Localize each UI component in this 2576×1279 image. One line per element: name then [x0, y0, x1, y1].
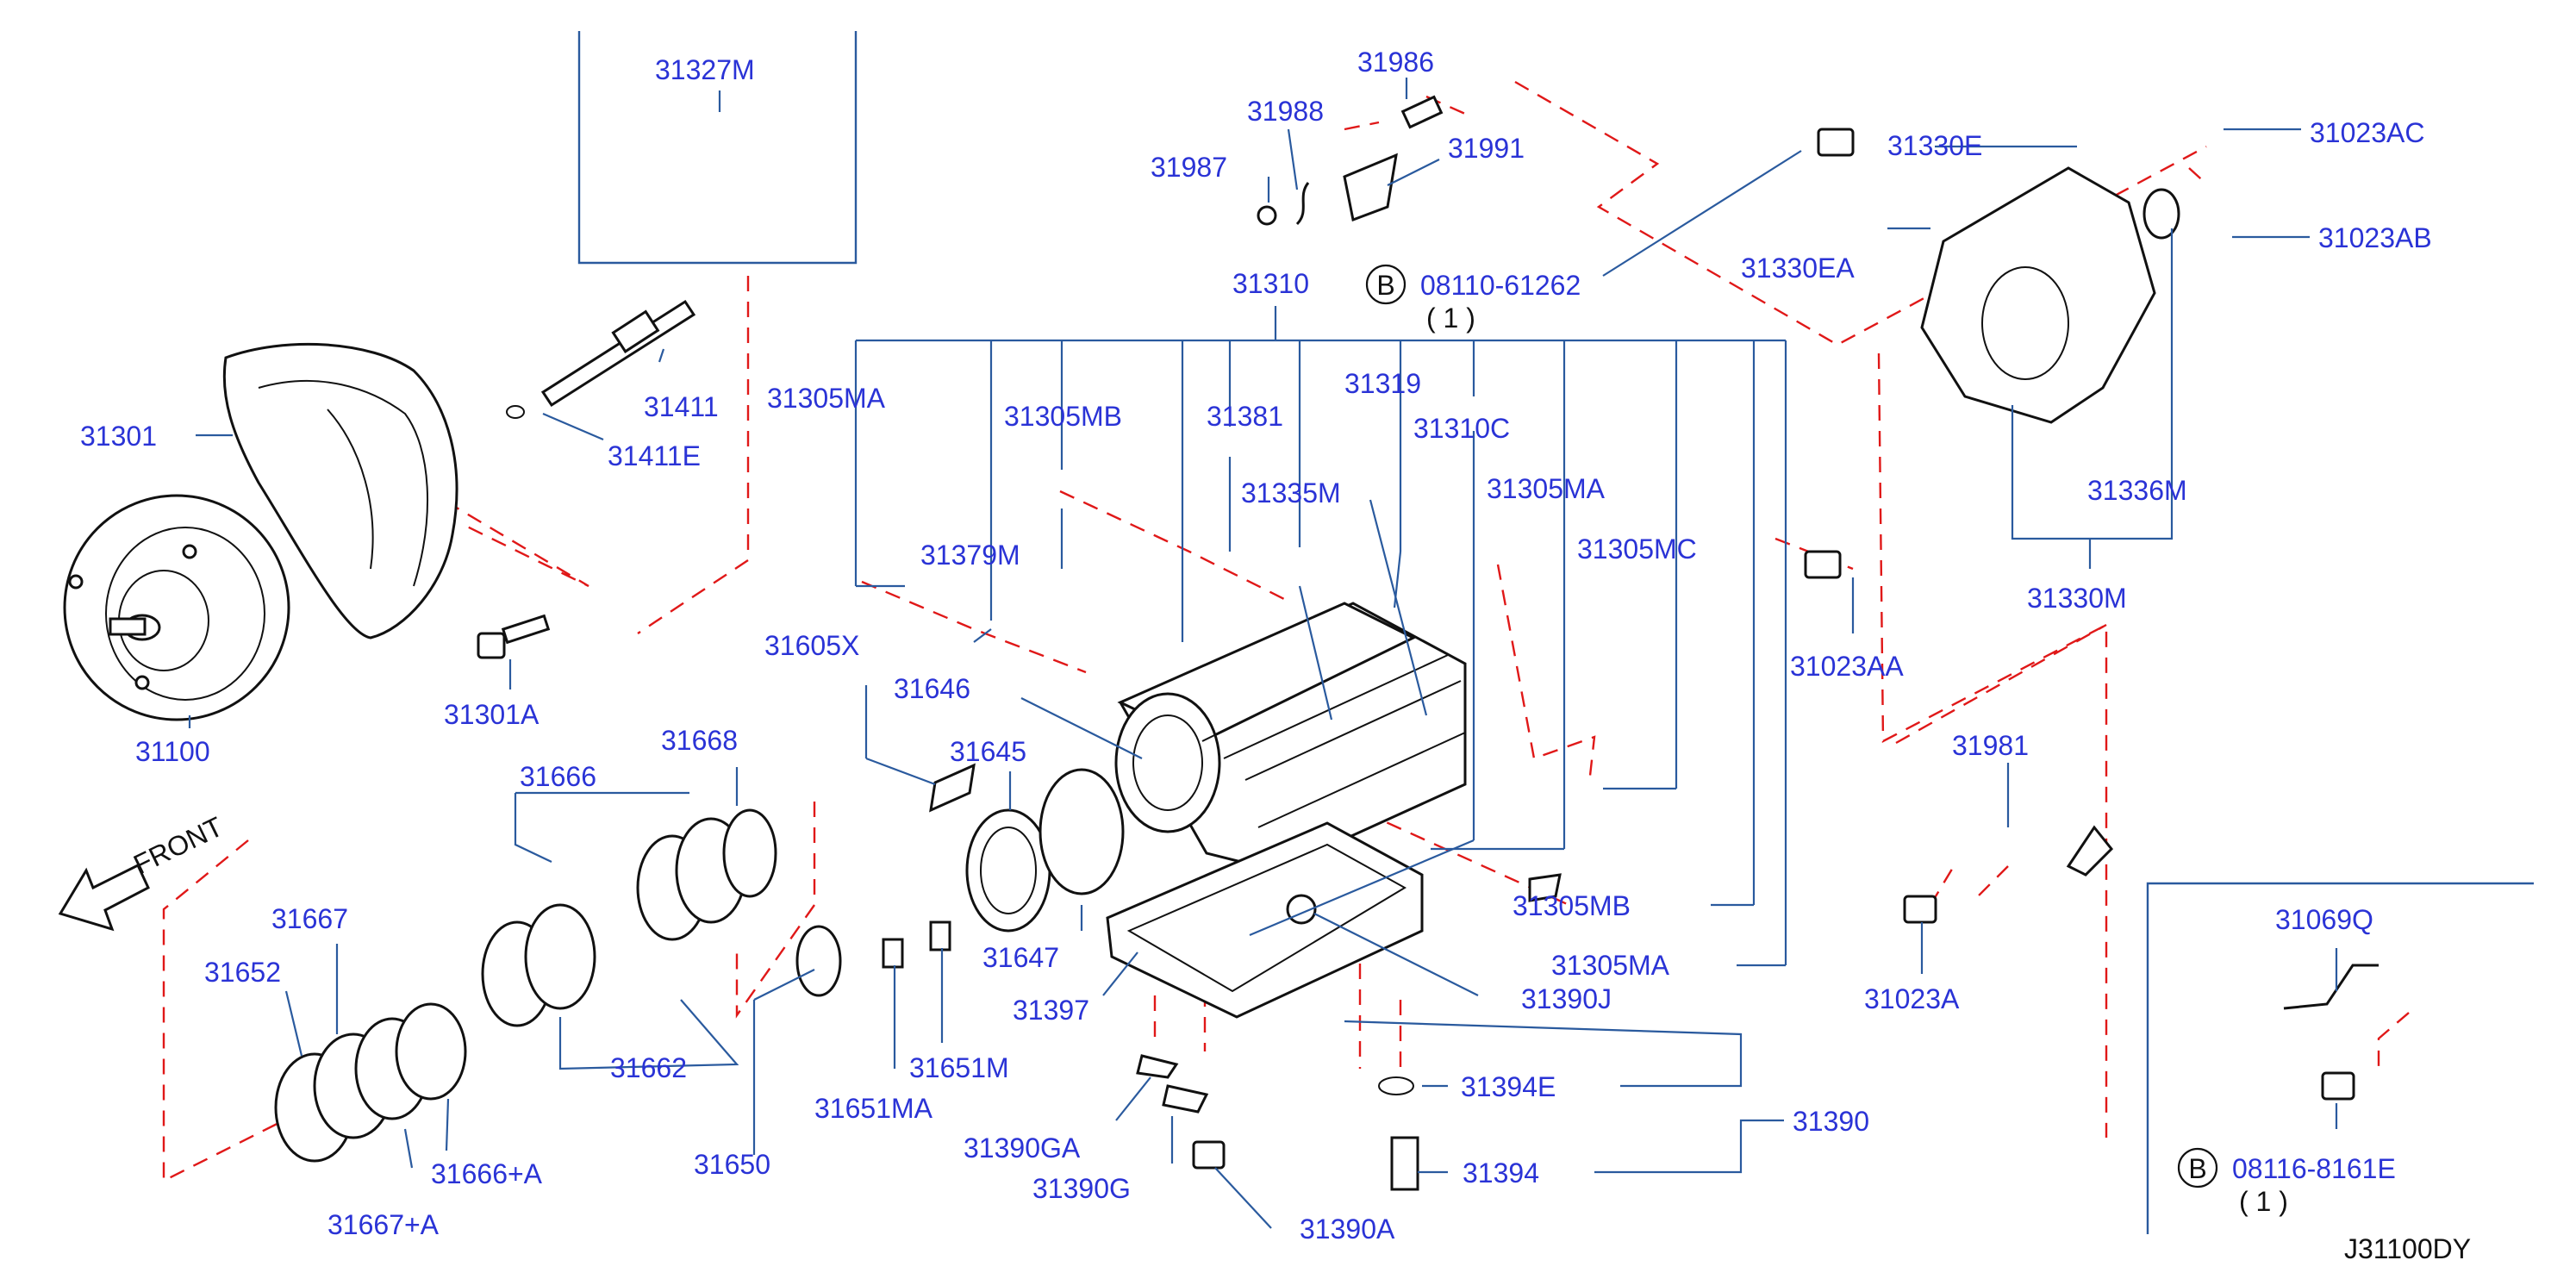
part-label: 31605X — [764, 630, 859, 661]
part-label: 31986 — [1357, 47, 1434, 78]
part-label: 31330EA — [1741, 253, 1855, 284]
part-label: 31668 — [661, 725, 738, 756]
seal-rings — [795, 768, 1125, 997]
part-label: 31390J — [1521, 983, 1612, 1014]
part-label: 31381 — [1207, 401, 1283, 432]
part-label: 31335M — [1241, 477, 1341, 508]
part-label: 31301A — [444, 699, 540, 730]
bolt-ref-qty: ( 1 ) — [2239, 1186, 2288, 1217]
bolt-ref-letter: B — [1376, 270, 1394, 301]
inset-frame-top — [577, 31, 858, 265]
part-label: 31651MA — [814, 1093, 933, 1124]
part-label: 31379M — [920, 540, 1020, 571]
bolt-ref-part: 08110-61262 — [1420, 270, 1581, 301]
part-label: 31330E — [1887, 130, 1982, 161]
bolt-31301A — [477, 614, 551, 659]
part-label: 31100 — [135, 736, 210, 767]
part-label: 31646 — [894, 673, 970, 704]
part-label: 31390G — [1032, 1173, 1131, 1204]
part-label: 31310 — [1232, 268, 1309, 299]
rear-extension-31330M — [1920, 166, 2180, 424]
part-label: 31023AC — [2310, 117, 2424, 148]
part-label: 31310C — [1413, 413, 1510, 444]
bolt-ref-B-1: B 08110-61262 ( 1 ) — [1365, 264, 1581, 334]
small-parts — [882, 95, 2379, 1191]
part-label: 31305MB — [1513, 890, 1631, 921]
inset-frame-bottom-right — [2146, 882, 2534, 1234]
part-label: 31650 — [694, 1149, 770, 1180]
part-label: 31652 — [204, 957, 281, 988]
part-label: 31023AA — [1790, 651, 1904, 682]
part-label: 31981 — [1952, 730, 2029, 761]
part-label: 31666+A — [431, 1158, 543, 1189]
front-label: FRONT — [128, 811, 228, 881]
part-label: 31651M — [909, 1052, 1009, 1083]
bolt-ref-B-2: B 08116-8161E ( 1 ) — [2177, 1147, 2396, 1217]
clutch-drums — [274, 808, 777, 1163]
part-label: 31390 — [1793, 1106, 1869, 1137]
part-label: 31390GA — [964, 1132, 1081, 1164]
part-label: 31988 — [1247, 96, 1324, 127]
oil-pan-31390 — [1106, 821, 1424, 1019]
part-label: 31666 — [520, 761, 596, 792]
part-label: 31390A — [1300, 1213, 1395, 1245]
part-label: 31023AB — [2318, 222, 2432, 253]
part-label: 31336M — [2087, 475, 2187, 506]
part-label: 31662 — [610, 1052, 687, 1083]
part-label: 31991 — [1448, 133, 1525, 164]
part-label: 31394E — [1461, 1071, 1556, 1102]
bolt-ref-letter: B — [2188, 1153, 2206, 1184]
part-label: 31023A — [1864, 983, 1960, 1014]
converter-housing-31301 — [222, 342, 458, 640]
part-label: 31330M — [2027, 583, 2127, 614]
part-label: 31667 — [271, 903, 348, 934]
input-shaft-31411 — [506, 299, 696, 419]
leader-lines — [188, 78, 2338, 1229]
part-label: 31305MA — [1551, 950, 1670, 981]
part-label: 31301 — [80, 421, 157, 452]
torque-converter-31100 — [63, 494, 290, 721]
bolt-ref-part: 08116-8161E — [2232, 1153, 2396, 1184]
part-label: 31069Q — [2275, 904, 2373, 935]
part-label: 31411E — [608, 440, 701, 471]
bolt-ref-qty: ( 1 ) — [1426, 303, 1475, 334]
transmission-case-31310 — [1114, 602, 1467, 872]
part-label: 31394 — [1463, 1157, 1539, 1189]
part-label: 31327M — [655, 54, 755, 85]
part-label: 31987 — [1151, 152, 1227, 183]
part-label: 31319 — [1344, 368, 1421, 399]
diagram-code: J31100DY — [2344, 1233, 2471, 1264]
part-label: 31667+A — [327, 1209, 440, 1240]
part-labels: 31327M 31986 31988 31987 31991 31310 313… — [80, 47, 2432, 1245]
front-arrow-icon — [58, 863, 150, 932]
part-label: 31305MC — [1577, 533, 1697, 565]
part-label: 31305MA — [1487, 473, 1606, 504]
part-label: 31645 — [950, 736, 1026, 767]
part-label: 31305MB — [1004, 401, 1122, 432]
part-label: 31647 — [982, 942, 1059, 973]
part-label: 31397 — [1013, 995, 1089, 1026]
part-label: 31305MA — [767, 383, 886, 414]
part-label: 31411 — [644, 391, 719, 422]
